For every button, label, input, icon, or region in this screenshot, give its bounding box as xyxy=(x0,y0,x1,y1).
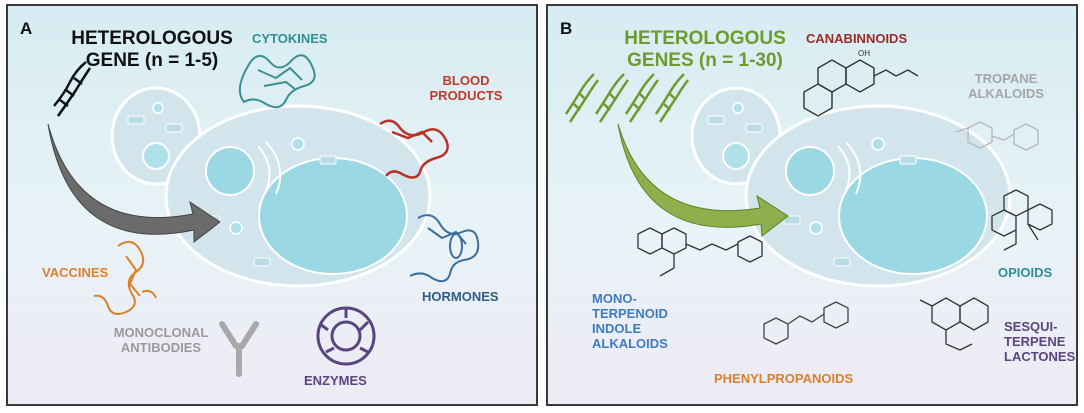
panel-b-illustration: OH xyxy=(564,49,1053,351)
label-monoclonal-line1: MONOCLONAL xyxy=(113,325,209,340)
panel-b-title: HETEROLOGOUS GENES (n = 1-30) xyxy=(610,28,800,72)
monoclonal-antibody-icon xyxy=(219,321,259,377)
label-sesq-line2: TERPENE xyxy=(1004,333,1066,349)
label-hormones: HORMONES xyxy=(422,289,499,304)
label-tropane-alkaloids: TROPANE ALKALOIDS xyxy=(956,71,1056,102)
dna-icon xyxy=(564,73,600,123)
label-canabinnoids: CANABINNOIDS xyxy=(806,31,908,46)
dna-icon xyxy=(654,73,690,123)
panel-a-letter: A xyxy=(20,19,33,38)
phenylpropanoid-molecule-icon xyxy=(763,301,849,345)
panel-a-title-line2: GENE (n = 1-5) xyxy=(85,49,219,71)
label-monoclonal-antibodies: MONOCLONAL ANTIBODIES xyxy=(102,325,220,356)
sesquiterpene-lactone-molecule-icon xyxy=(919,297,989,351)
dna-icon xyxy=(53,61,92,117)
label-sesquiterpene-lactones: SESQUI- TERPENE LACTONES xyxy=(1004,319,1076,365)
panel-a: A HETEROLOGOUS GENE (n = 1-5) CYTOKINES … xyxy=(6,4,538,406)
label-blood-products-line2: PRODUCTS xyxy=(429,87,503,103)
label-blood-products: BLOOD PRODUCTS xyxy=(416,73,516,104)
panel-b: OH xyxy=(546,4,1078,406)
yeast-main-cell xyxy=(744,104,1012,288)
label-blood-products-line1: BLOOD xyxy=(442,73,490,88)
blood-products-protein-icon xyxy=(379,119,449,179)
panel-b-title-line2: GENES (n = 1-30) xyxy=(627,49,783,71)
dna-icon xyxy=(624,73,660,123)
canabinnoid-molecule-icon: OH xyxy=(803,49,919,117)
label-sesq-line3: LACTONES xyxy=(1004,348,1076,364)
label-sesq-line1: SESQUI- xyxy=(1004,319,1058,334)
dna-icon xyxy=(594,73,630,123)
indole-alkaloid-molecule-icon xyxy=(637,227,763,277)
label-tropane-line1: TROPANE xyxy=(974,71,1038,86)
transfer-arrow xyxy=(617,123,789,237)
panel-b-letter: B xyxy=(560,19,573,38)
panel-b-title-line1: HETEROLOGOUS xyxy=(624,28,786,49)
label-opioids: OPIOIDS xyxy=(998,265,1053,280)
dna-icons xyxy=(564,73,690,123)
label-mti-line3: INDOLE xyxy=(592,320,642,336)
label-monoclonal-line2: ANTIBODIES xyxy=(120,339,202,355)
label-monoterpenoid-indole-alkaloids: MONO- TERPENOID INDOLE ALKALOIDS xyxy=(592,291,668,352)
transfer-arrow xyxy=(47,123,221,244)
cytokines-protein-icon xyxy=(238,54,316,109)
label-mti-line2: TERPENOID xyxy=(592,305,668,321)
hormones-protein-icon xyxy=(409,214,480,283)
yeast-main-cell xyxy=(164,104,432,288)
panel-a-title: HETEROLOGOUS GENE (n = 1-5) xyxy=(62,28,242,72)
panel-a-illustration xyxy=(47,54,480,377)
label-mti-line4: ALKALOIDS xyxy=(592,335,668,351)
opioid-molecule-icon xyxy=(991,189,1053,251)
label-mti-line1: MONO- xyxy=(592,291,637,306)
label-vaccines: VACCINES xyxy=(42,265,109,280)
label-phenylpropanoids: PHENYLPROPANOIDS xyxy=(714,371,854,386)
label-cytokines: CYTOKINES xyxy=(252,31,328,46)
svg-text:OH: OH xyxy=(858,49,870,58)
enzyme-ring-icon xyxy=(316,306,376,366)
tropane-molecule-icon xyxy=(955,121,1039,151)
vaccines-protein-icon xyxy=(93,240,157,315)
label-enzymes: ENZYMES xyxy=(304,373,367,388)
panel-a-title-line1: HETEROLOGOUS xyxy=(71,28,233,49)
label-tropane-line2: ALKALOIDS xyxy=(968,85,1044,101)
